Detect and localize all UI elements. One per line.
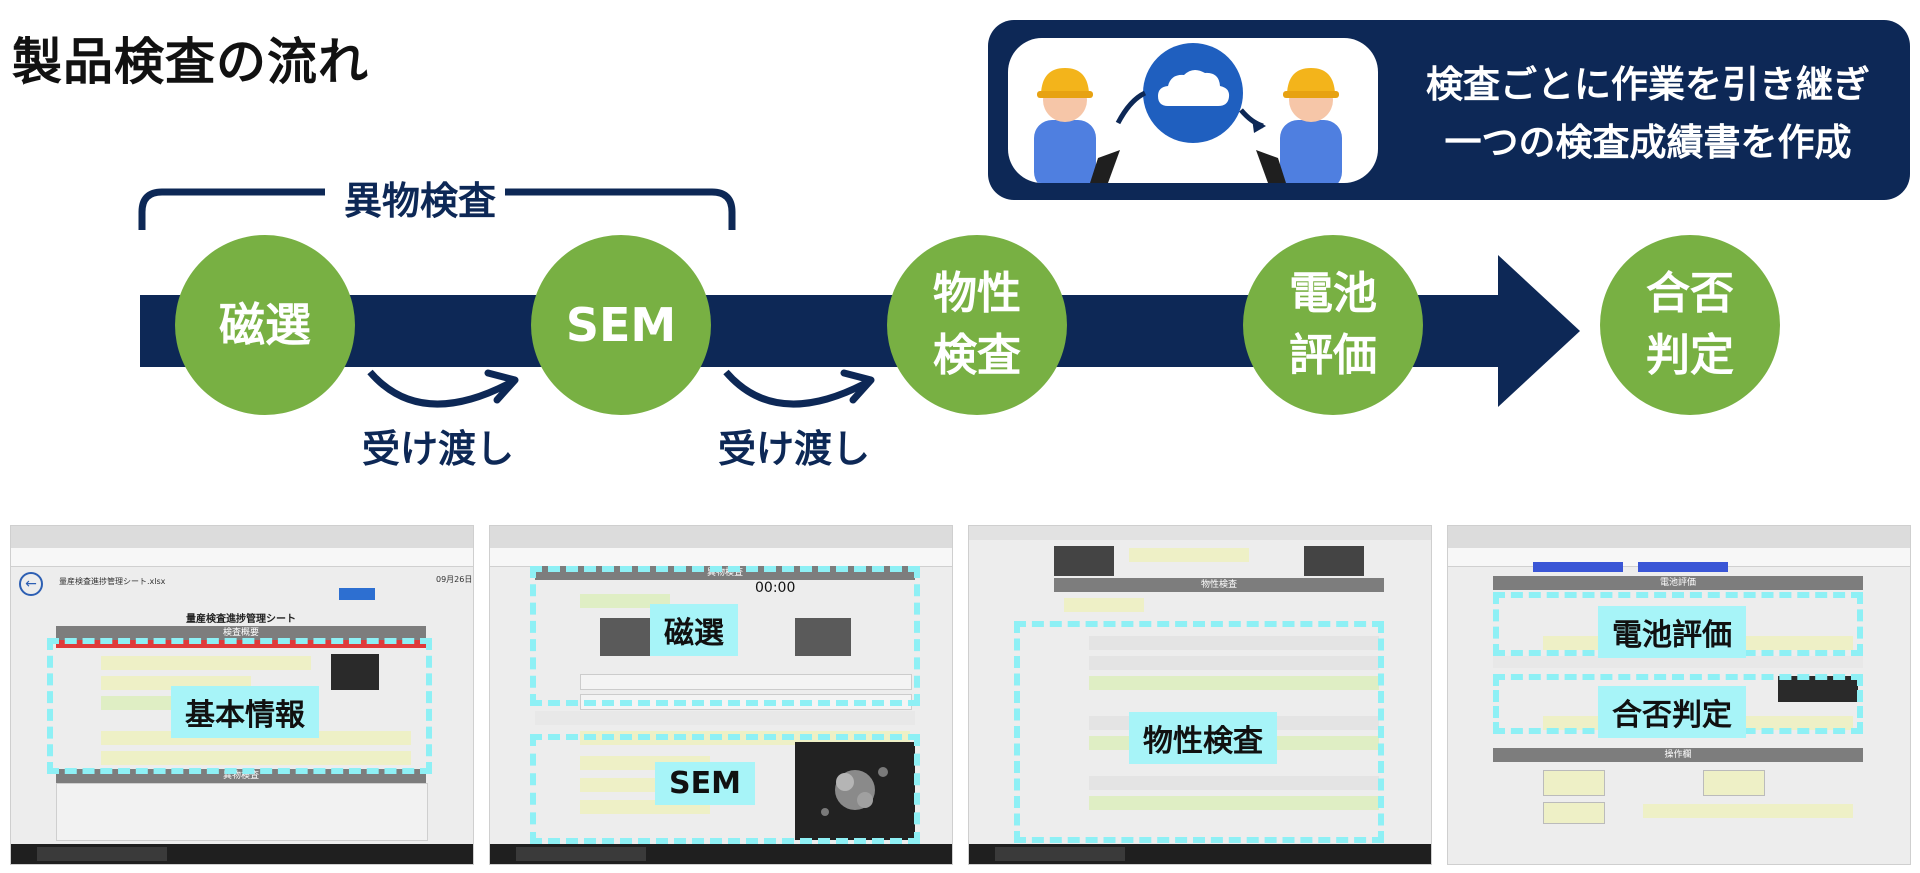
- handoff-illustration: [1008, 38, 1378, 183]
- shot-label-physical: 物性検査: [1129, 712, 1277, 764]
- screenshot-physical: 物性検査 物性検査: [968, 525, 1432, 865]
- browser-addressbar: [11, 548, 473, 567]
- info-text: 検査ごとに作業を引き継ぎ 一つの検査成績書を作成: [1398, 56, 1898, 172]
- register-button[interactable]: [1543, 770, 1605, 796]
- bracket-right: [505, 188, 736, 230]
- highlight-box-magnetic: [530, 566, 920, 706]
- operation-header: 操作欄: [1493, 748, 1863, 762]
- particle-icon: [821, 767, 888, 816]
- register-button[interactable]: [339, 588, 375, 600]
- screenshot-foreign-matter: 異物検査 00:00 磁選 SEM: [489, 525, 953, 865]
- sheet-title: 量産検査進捗管理シート: [186, 614, 296, 625]
- info-box: 検査ごとに作業を引き継ぎ 一つの検査成績書を作成: [988, 20, 1910, 200]
- highlight-box: [47, 638, 432, 774]
- taskbar: [490, 844, 952, 864]
- sample-photo-1: [600, 618, 656, 656]
- timer-display: 00:00: [755, 580, 796, 596]
- step-magnetic: 磁選: [175, 235, 355, 415]
- screenshot-battery: 電池評価 操作欄 電池評価 合否判定: [1447, 525, 1911, 865]
- manual-button[interactable]: [1543, 802, 1605, 824]
- section-header: 物性検査: [1054, 578, 1384, 592]
- handoff-label-1: 受け渡し: [362, 427, 515, 471]
- shot-label-magnetic: 磁選: [650, 604, 738, 656]
- attach-button[interactable]: [1703, 770, 1765, 796]
- screenshot-basic-info: ← 量産検査進捗管理シート.xlsx 09月26日 量産検査進捗管理シート 検査…: [10, 525, 474, 865]
- step-physical: 物性 検査: [887, 235, 1067, 415]
- browser-tabbar: [1448, 526, 1910, 548]
- page-title: 製品検査の流れ: [12, 33, 369, 91]
- flow-arrow-head: [1498, 255, 1580, 407]
- handoff-arrow-1: [367, 369, 512, 408]
- progress-markers: [56, 640, 426, 648]
- blurred-photo: [331, 654, 379, 690]
- sample-photo-2: [795, 618, 851, 656]
- bracket-label: 異物検査: [344, 179, 497, 223]
- info-line-1: 検査ごとに作業を引き継ぎ: [1426, 63, 1870, 106]
- sheet-date: 09月26日: [436, 575, 473, 584]
- shot-label-basic-info: 基本情報: [171, 686, 319, 738]
- step-sem: SEM: [531, 235, 711, 415]
- step-battery: 電池 評価: [1243, 235, 1423, 415]
- shot-label-judgement: 合否判定: [1598, 686, 1746, 738]
- section-header: 電池評価: [1493, 576, 1863, 590]
- handoff-label-2: 受け渡し: [718, 427, 871, 471]
- info-line-2: 一つの検査成績書を作成: [1444, 121, 1852, 164]
- taskbar: [11, 844, 473, 864]
- browser-tabbar: [11, 526, 473, 548]
- handoff-arrow-2: [723, 369, 868, 408]
- bracket-left: [138, 188, 325, 230]
- taskbar: [969, 844, 1431, 864]
- sem-image: [795, 742, 915, 840]
- highlight-box: [1014, 621, 1384, 843]
- step-judgement: 合否 判定: [1600, 235, 1780, 415]
- file-name: 量産検査進捗管理シート.xlsx: [59, 577, 166, 586]
- browser-addressbar: [490, 548, 952, 567]
- section-header: 検査概要: [56, 626, 426, 640]
- back-arrow-icon[interactable]: ←: [19, 572, 43, 596]
- highlight-box-sem: [530, 734, 920, 844]
- browser-tabbar: [490, 526, 952, 548]
- shot-label-sem: SEM: [655, 762, 755, 805]
- shot-label-battery: 電池評価: [1598, 606, 1746, 658]
- worker-handoff-icon: [1034, 43, 1342, 183]
